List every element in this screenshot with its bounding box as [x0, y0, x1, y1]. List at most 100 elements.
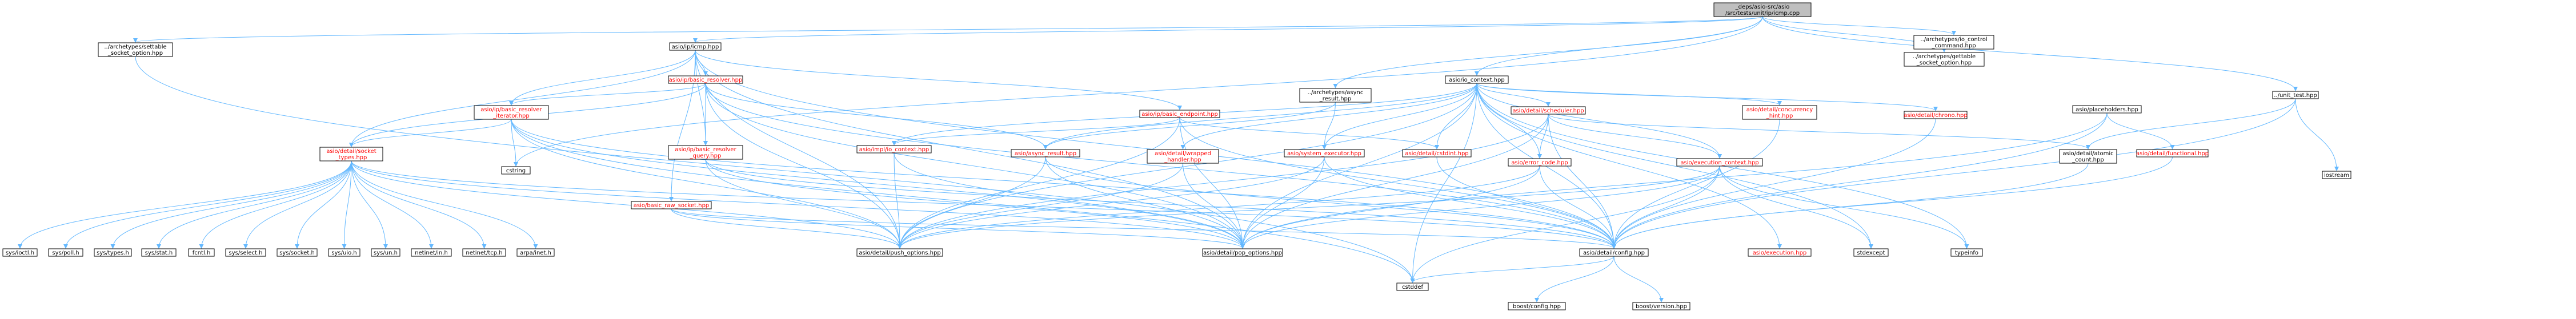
edge-atomic_count-to-config [1612, 163, 2089, 249]
node-label: asio/ip/basic_resolver [675, 147, 736, 153]
node-placeholders[interactable]: asio/placeholders.hpp [2072, 105, 2142, 114]
edge-async_result-to-push_options [898, 156, 1046, 249]
edge-cstdint-to-config [1436, 156, 1616, 249]
edge-basic_resolver_iterator-to-pop_options [511, 119, 1245, 249]
node-label: ../archetypes/io_control [1920, 37, 1987, 43]
node-boost-config: boost/config.hpp [1508, 302, 1566, 310]
edge-basic_endpoint-to-cstdint [1179, 117, 1439, 150]
node-basic-resolver-query[interactable]: asio/ip/basic_resolver_query.hpp [668, 145, 743, 160]
node-gettable[interactable]: ../archetypes/gettable_socket_option.hpp [1904, 52, 1985, 67]
edge-basic_resolver_query-to-pop_options [705, 159, 1245, 249]
node-sys-types: sys/types.h [94, 248, 132, 257]
edge-icmp-to-push_options [695, 50, 902, 249]
node-system-executor[interactable]: asio/system_executor.hpp [1284, 149, 1365, 158]
edge-socket_types-to-sys_stat [157, 160, 352, 249]
node-io-control[interactable]: ../archetypes/io_control_command.hpp [1913, 35, 1994, 50]
node-label: asio/error_code.hpp [1511, 160, 1568, 166]
node-label: sys/poll.h [52, 250, 79, 256]
node-scheduler[interactable]: asio/detail/scheduler.hpp [1511, 106, 1586, 115]
edge-basic_endpoint-to-impl_io_context [892, 117, 1180, 146]
edge-async_result-to-config [1045, 156, 1616, 249]
node-label: ../archetypes/async [1308, 90, 1364, 96]
node-label: _types.hpp [335, 155, 367, 161]
node-box [669, 42, 722, 51]
node-box [411, 248, 452, 257]
node-label: asio/ip/icmp.hpp [672, 44, 719, 50]
node-concurrency-hint[interactable]: asio/detail/concurrency_hint.hpp [1742, 105, 1817, 120]
edge-basic_raw_socket-to-push_options [671, 208, 902, 249]
node-box [1202, 248, 1283, 257]
node-label: _socket_option.hpp [107, 50, 163, 56]
node-box [1632, 302, 1690, 310]
edge-async_result_arch-to-async_result [1043, 102, 1336, 150]
node-async-result[interactable]: asio/async_result.hpp [1011, 149, 1080, 158]
node-error-code[interactable]: asio/error_code.hpp [1508, 158, 1572, 167]
edge-basic_endpoint-to-config [1179, 117, 1616, 249]
node-sys-un: sys/un.h [371, 248, 400, 257]
node-label: asio/placeholders.hpp [2076, 107, 2138, 113]
node-label: ../unit_test.hpp [2274, 92, 2317, 99]
node-label: asio/system_executor.hpp [1287, 151, 1361, 157]
node-label: asio/detail/atomic [2062, 151, 2113, 157]
edge-concurrency_hint-to-config [1612, 119, 1780, 249]
node-box [225, 248, 266, 257]
node-socket-types[interactable]: asio/detail/socket_types.hpp [319, 147, 383, 161]
edge-socket_types-to-netinet_tcp [351, 160, 487, 249]
node-box [328, 248, 360, 257]
edge-io_context-to-cstddef [1410, 83, 1477, 283]
edge-io_context-to-stdexcept [1476, 83, 1873, 249]
node-box [1508, 302, 1566, 310]
edge-root-to-settable [133, 16, 1763, 43]
node-cstdint[interactable]: asio/detail/cstdint.hpp [1402, 149, 1472, 158]
node-chrono[interactable]: asio/detail/chrono.hpp [1904, 111, 1968, 119]
node-box [2272, 91, 2319, 99]
node-functional[interactable]: asio/detail/functional.hpp [2136, 149, 2209, 158]
node-execution-context[interactable]: asio/execution_context.hpp [1676, 158, 1763, 167]
node-label: asio/execution.hpp [1753, 250, 1807, 256]
node-execution[interactable]: asio/execution.hpp [1748, 248, 1812, 257]
edge-root-to-icmp [693, 16, 1763, 43]
node-basic-resolver[interactable]: asio/ip/basic_resolver.hpp [668, 75, 743, 84]
node-box [94, 248, 132, 257]
edge-io_context-to-chrono [1476, 83, 1938, 111]
edge-execution_context-to-cstddef [1410, 165, 1720, 283]
node-box [668, 75, 743, 84]
node-async-result-arch[interactable]: ../archetypes/async_result.hpp [1299, 88, 1372, 103]
node-wrapped-handler[interactable]: asio/detail/wrapped_handler.hpp [1147, 149, 1219, 164]
node-label: sys/types.h [97, 250, 129, 256]
node-label: _command.hpp [1931, 43, 1976, 49]
edge-config-to-cstddef [1410, 256, 1614, 283]
edge-socket_types-to-fcntl [199, 160, 352, 249]
node-sys-select: sys/select.h [225, 248, 266, 257]
edge-system_executor-to-push_options [898, 156, 1325, 249]
edge-config-to-boost_config [1535, 256, 1614, 302]
node-label: asio/detail/chrono.hpp [1904, 112, 1967, 119]
node-box [462, 248, 506, 257]
edge-icmp-to-socket_types [349, 50, 696, 147]
node-label: asio/ip/basic_resolver.hpp [669, 77, 743, 83]
node-impl-io-context[interactable]: asio/impl/io_context.hpp [856, 145, 932, 154]
node-root[interactable]: _deps/asio-src/asio/src/tests/unit/ip/ic… [1713, 2, 1812, 17]
node-settable[interactable]: ../archetypes/settable_socket_option.hpp [98, 42, 173, 57]
node-box [1913, 35, 1994, 50]
node-label: asio/impl/io_context.hpp [859, 147, 929, 153]
node-icmp[interactable]: asio/ip/icmp.hpp [669, 42, 722, 51]
node-box [319, 147, 383, 161]
node-atomic-count[interactable]: asio/detail/atomic_count.hpp [2059, 149, 2117, 164]
node-basic-raw-socket[interactable]: asio/basic_raw_socket.hpp [631, 201, 712, 209]
edge-system_executor-to-pop_options [1240, 156, 1325, 249]
node-basic-endpoint[interactable]: asio/ip/basic_endpoint.hpp [1139, 110, 1220, 118]
edge-placeholders-to-config [1612, 112, 2108, 249]
node-box [516, 248, 555, 257]
node-io-context[interactable]: asio/io_context.hpp [1445, 75, 1509, 84]
node-basic-resolver-iterator[interactable]: asio/ip/basic_resolver_iterator.hpp [474, 105, 549, 120]
node-unit-test[interactable]: ../unit_test.hpp [2272, 91, 2319, 99]
node-sys-uio: sys/uio.h [328, 248, 360, 257]
node-box [474, 105, 549, 120]
node-box [1904, 52, 1985, 67]
edge-root-to-io_context [1475, 16, 1763, 76]
node-label: asio/async_result.hpp [1015, 151, 1076, 157]
node-box [1853, 248, 1889, 257]
edge-basic_resolver-to-pop_options [705, 83, 1245, 249]
node-label: _query.hpp [690, 153, 722, 159]
